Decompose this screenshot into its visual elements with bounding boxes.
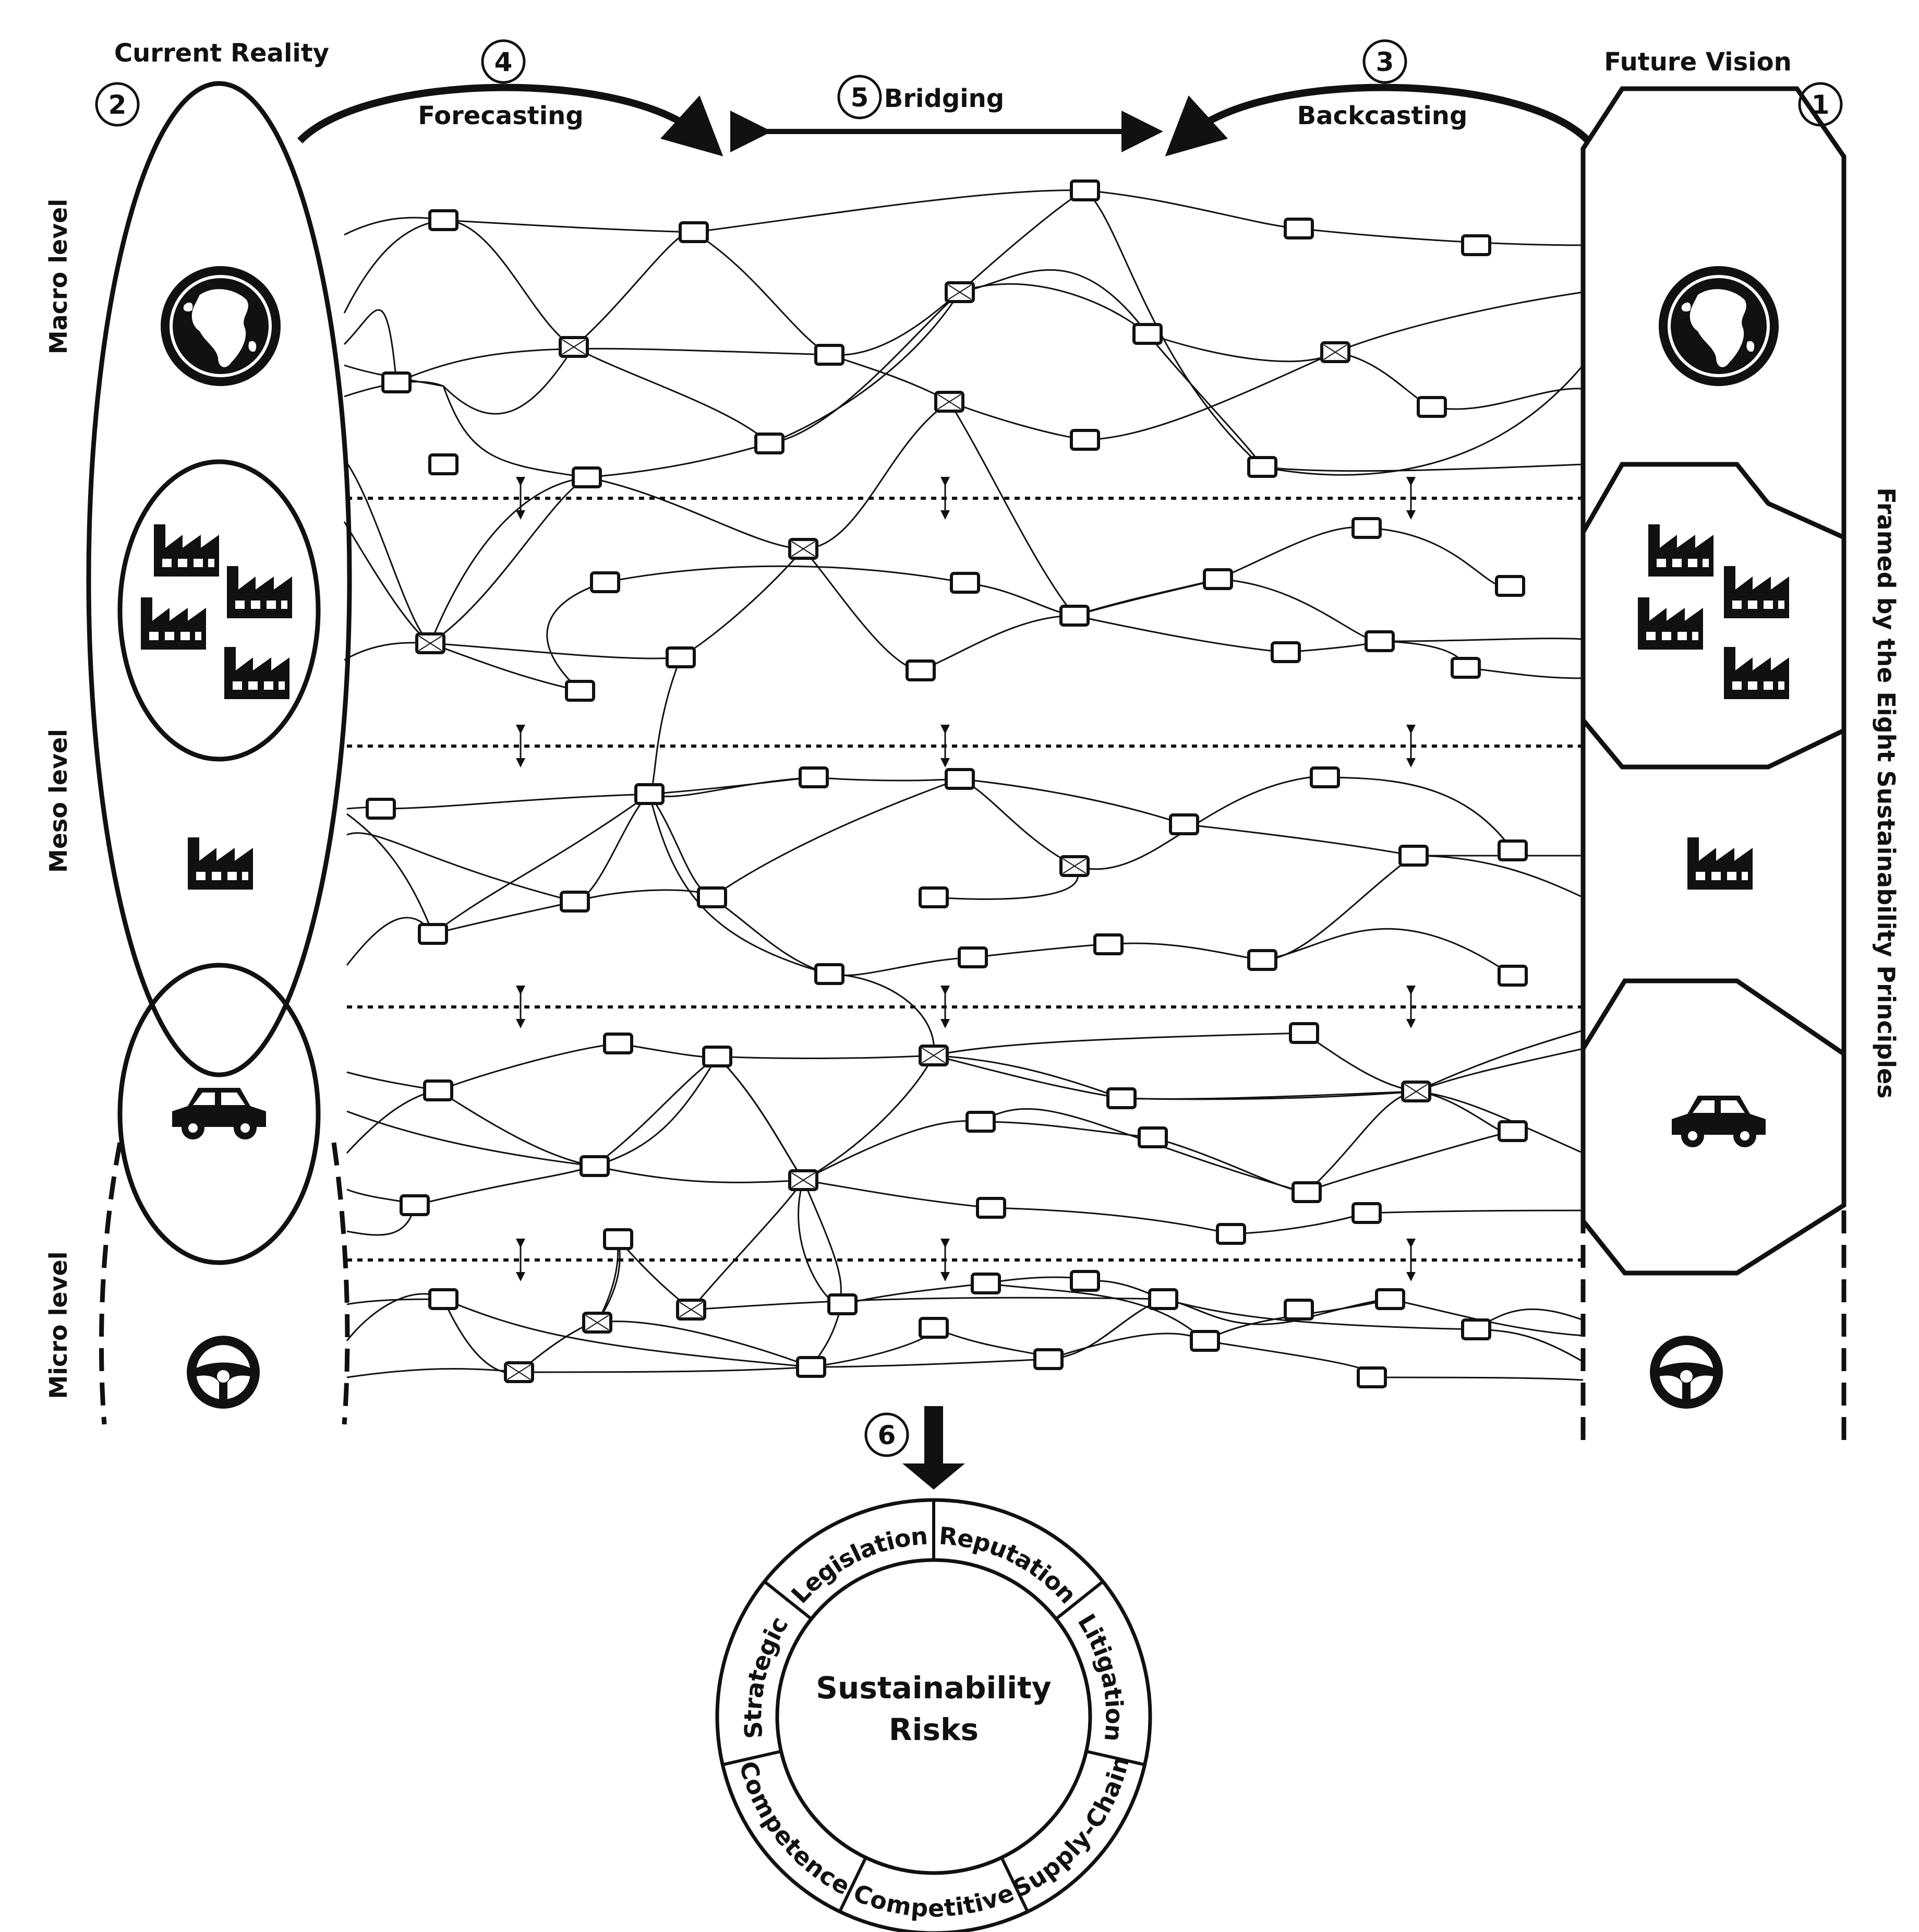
current-reality-panel xyxy=(86,81,352,1425)
macro-ellipse xyxy=(86,81,352,1077)
micro-dashed-left xyxy=(99,1142,123,1425)
step-2-badge: 2 xyxy=(95,82,140,127)
car-icon xyxy=(172,1088,266,1139)
risk-divider xyxy=(722,1749,782,1767)
factory-icon xyxy=(227,566,292,618)
risk-divider xyxy=(1085,1749,1145,1767)
step-5-number: 5 xyxy=(851,82,869,113)
factory-icon xyxy=(188,837,253,890)
step-6-badge: 6 xyxy=(864,1412,909,1457)
steering-wheel-icon xyxy=(187,1336,260,1409)
meso-ellipse-upper xyxy=(117,459,321,762)
step-4-number: 4 xyxy=(494,47,513,77)
globe-icon xyxy=(161,266,281,386)
step-3-number: 3 xyxy=(1376,47,1394,77)
step-2-number: 2 xyxy=(108,90,127,120)
globe-icon xyxy=(1659,266,1779,386)
steering-wheel-icon xyxy=(1650,1336,1723,1409)
risk-wheel: Sustainability Risks ReputationLitigatio… xyxy=(715,1498,1152,1932)
future-vision-panel xyxy=(1580,86,1846,1445)
current-reality-label: Current Reality xyxy=(114,39,329,68)
future-vision-frame xyxy=(1580,86,1846,1205)
down-arrow xyxy=(902,1406,965,1490)
header: Current Reality Future Vision Forecastin… xyxy=(95,39,1843,157)
bridging-label: Bridging xyxy=(884,84,1004,113)
risk-center-line2: Risks xyxy=(889,1712,979,1747)
risk-divider xyxy=(838,1856,867,1913)
factory-icon xyxy=(141,597,206,650)
backcasting-arrow xyxy=(1165,83,1591,157)
step-6-number: 6 xyxy=(878,1420,896,1450)
risk-center-line1: Sustainability xyxy=(816,1670,1051,1706)
meso-level-label: Meso level xyxy=(44,729,73,873)
meso-ellipse-lower xyxy=(117,963,321,1265)
level-separators xyxy=(347,482,1583,1277)
risk-divider xyxy=(763,1580,813,1621)
backcasting-label: Backcasting xyxy=(1297,101,1468,130)
macro-level-label: Macro level xyxy=(44,199,73,354)
step-5-badge: 5 xyxy=(837,75,882,119)
step-4-badge: 4 xyxy=(481,39,526,84)
risk-divider xyxy=(1000,1856,1029,1913)
micro-level-label: Micro level xyxy=(44,1251,73,1399)
micro-dashed-right xyxy=(331,1142,350,1425)
step-3-badge: 3 xyxy=(1362,39,1407,84)
risk-divider xyxy=(1055,1580,1104,1621)
forecasting-label: Forecasting xyxy=(418,101,583,130)
factory-icon xyxy=(154,524,219,577)
forecasting-arrow xyxy=(297,83,723,157)
future-vision-label: Future Vision xyxy=(1604,47,1792,77)
meso-octagon xyxy=(1580,462,1846,770)
sustainability-principles-label: Framed by the Eight Sustainability Princ… xyxy=(1872,487,1900,1098)
factory-icon xyxy=(1687,837,1753,890)
factory-icon xyxy=(224,647,289,699)
pathway-nodes xyxy=(367,181,1526,1387)
